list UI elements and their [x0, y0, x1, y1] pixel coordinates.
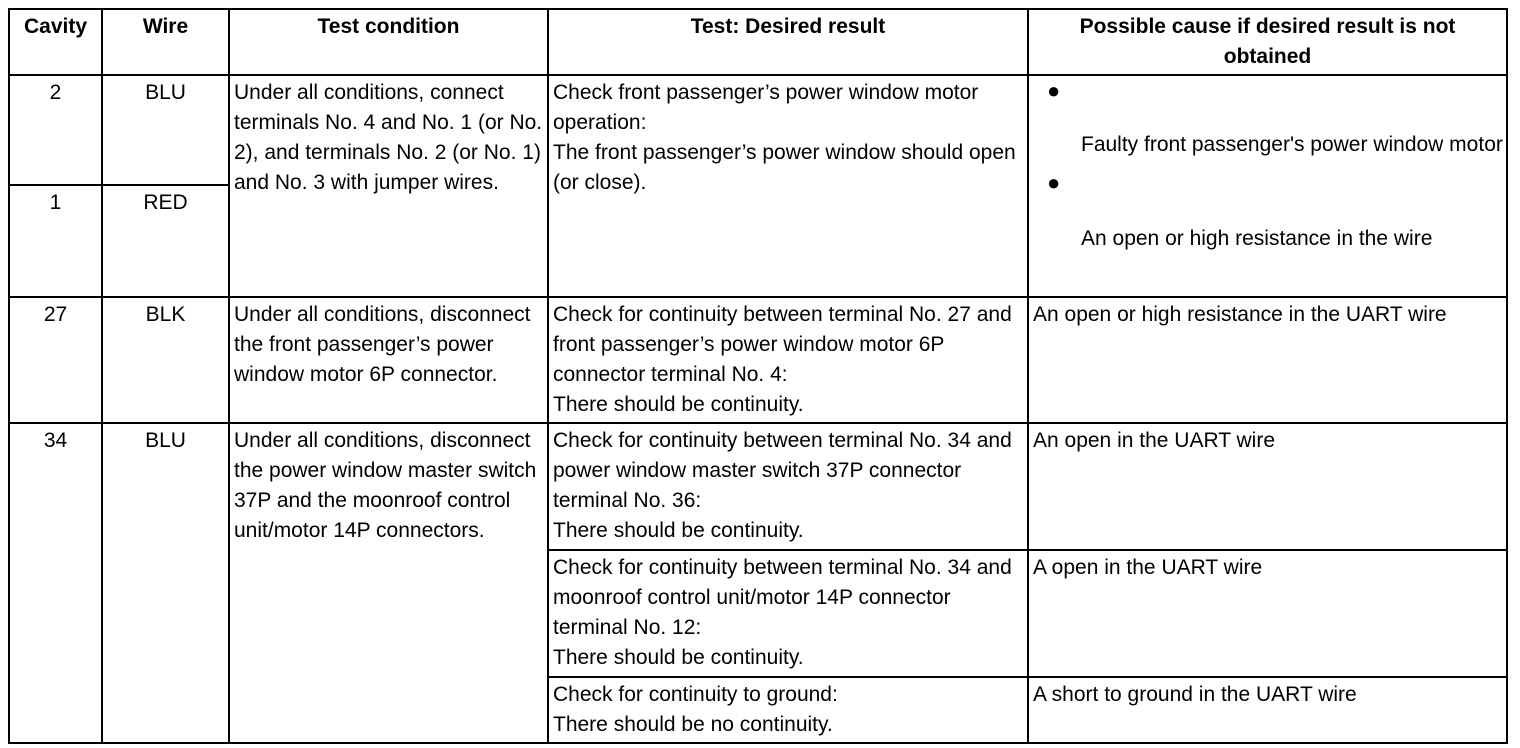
condition-cell: Under all conditions, disconnect the pow…: [228, 422, 549, 744]
header-cavity: Cavity: [8, 8, 103, 76]
condition-cell: Under all conditions, disconnect the fro…: [228, 296, 549, 424]
wire-cell: BLU: [101, 422, 230, 744]
result-cell: Check for continuity between terminal No…: [547, 422, 1029, 551]
header-row: Cavity Wire Test condition Test: Desired…: [8, 8, 1508, 76]
table-row: 27 BLK Under all conditions, disconnect …: [8, 296, 1508, 424]
result-cell: Check front passenger’s power window mot…: [547, 74, 1029, 298]
cause-item: Faulty front passenger's power window mo…: [1081, 133, 1503, 156]
table-row: 2 BLU Under all conditions, connect term…: [8, 74, 1508, 298]
result-cell: Check for continuity to ground: There sh…: [547, 676, 1029, 744]
result-cell: Check for continuity between terminal No…: [547, 296, 1029, 424]
table-row: Check for continuity between terminal No…: [9, 549, 1508, 678]
condition-cell: Under all conditions, connect terminals …: [228, 74, 549, 298]
cause-cell: An open in the UART wire: [1027, 422, 1508, 551]
table-row: 34 BLU Under all conditions, disconnect …: [8, 422, 1508, 744]
wire-cell: BLU: [101, 74, 230, 186]
header-desired-result: Test: Desired result: [547, 8, 1029, 76]
header-wire: Wire: [101, 8, 230, 76]
wire-cell: RED: [101, 184, 230, 298]
table-row: Check for continuity to ground: There sh…: [9, 676, 1508, 744]
cause-cell: A short to ground in the UART wire: [1027, 676, 1508, 744]
header-test-condition: Test condition: [228, 8, 549, 76]
cause-cell: An open or high resistance in the UART w…: [1027, 296, 1508, 424]
cause-list: ● Faulty front passenger's power window …: [1027, 74, 1508, 298]
bullet-icon: ●: [1047, 78, 1061, 103]
cause-cell: A open in the UART wire: [1027, 549, 1508, 678]
cavity-cell: 27: [8, 296, 103, 424]
cavity-cell: 34: [8, 422, 103, 744]
diagnostic-table: Cavity Wire Test condition Test: Desired…: [8, 8, 1508, 744]
table-row: 1 RED: [8, 184, 1507, 298]
wire-cell: BLK: [101, 296, 230, 424]
cavity-cell: 2: [8, 74, 103, 186]
result-cell: Check for continuity between terminal No…: [547, 549, 1029, 678]
bullet-icon: ●: [1047, 170, 1061, 195]
cavity-cell: 1: [8, 184, 103, 298]
cause-item: An open or high resistance in the wire: [1081, 227, 1433, 250]
header-possible-cause: Possible cause if desired result is not …: [1027, 8, 1508, 76]
